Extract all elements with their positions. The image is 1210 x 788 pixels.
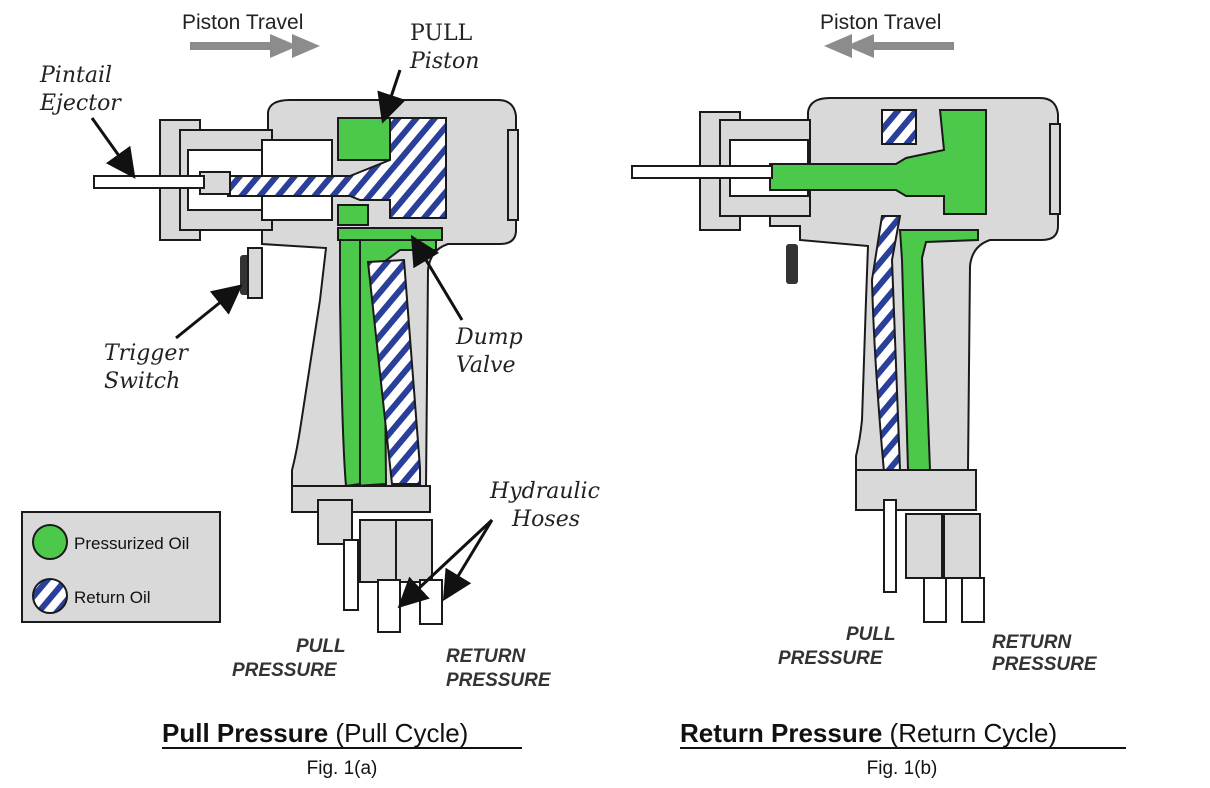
return-oil-swatch: [32, 578, 68, 614]
caption-b-rest: (Return Cycle): [882, 718, 1057, 748]
figure-a: Piston Travel: [39, 11, 600, 779]
return-oil-b: [870, 109, 917, 474]
piston-travel-arrow-right: [190, 34, 320, 58]
caption-b: Return Pressure (Return Cycle): [680, 718, 1057, 748]
figure-b: Piston Travel: [631, 11, 1126, 779]
piston-travel-label-b: Piston Travel: [820, 11, 941, 34]
pintail-ejector-rod-a: [93, 175, 205, 189]
dump-valve-label-2: Valve: [456, 353, 515, 378]
pintail-label-2: Ejector: [39, 91, 122, 116]
pull-pressure-label-b-1: PULL: [846, 624, 896, 645]
pressurized-oil-swatch: [32, 524, 68, 560]
pull-piston-label-2: Piston: [409, 49, 479, 74]
legend: Pressurized Oil Return Oil: [21, 511, 221, 623]
return-pressure-label-b-2: PRESSURE: [992, 654, 1098, 675]
trigger-label-1: Trigger: [104, 341, 189, 366]
hydraulic-hoses-label-1: Hydraulic: [489, 479, 600, 504]
caption-a-bold: Pull Pressure: [162, 718, 328, 748]
pressurized-oil-b: [769, 109, 987, 471]
pull-piston-a: [199, 117, 447, 219]
caption-a-rest: (Pull Cycle): [328, 718, 468, 748]
dump-valve-label-1: Dump: [455, 325, 523, 350]
fig-label-a: Fig. 1(a): [307, 758, 378, 779]
return-channel-a: [366, 258, 421, 485]
hose-fittings-b: [855, 469, 985, 623]
return-pressure-label-a-2: PRESSURE: [446, 670, 552, 691]
fig-label-b: Fig. 1(b): [867, 758, 938, 779]
hydraulic-hoses-label-2: Hoses: [511, 507, 580, 532]
leader-lines-a: [90, 69, 494, 609]
pressure-channel-a: [339, 239, 361, 488]
piston-travel-arrow-left: [824, 34, 954, 58]
piston-travel-label-a: Piston Travel: [182, 11, 303, 34]
trigger-label-2: Switch: [104, 369, 180, 394]
pull-pressure-label-b-2: PRESSURE: [778, 648, 884, 669]
pintail-ejector-rod-b: [631, 165, 773, 179]
pull-pressure-label-a-1: PULL: [296, 636, 346, 657]
legend-return-label: Return Oil: [74, 588, 151, 607]
hose-fittings-a: [291, 485, 443, 633]
pull-pressure-label-a-2: PRESSURE: [232, 660, 338, 681]
legend-pressurized-label: Pressurized Oil: [74, 534, 189, 553]
return-pressure-label-a-1: RETURN: [446, 646, 526, 667]
pintail-label-1: Pintail: [39, 63, 112, 88]
caption-a: Pull Pressure (Pull Cycle): [162, 718, 468, 748]
pull-piston-label-1: PULL: [410, 21, 473, 46]
caption-b-bold: Return Pressure: [680, 718, 882, 748]
return-pressure-label-b-1: RETURN: [992, 632, 1072, 653]
